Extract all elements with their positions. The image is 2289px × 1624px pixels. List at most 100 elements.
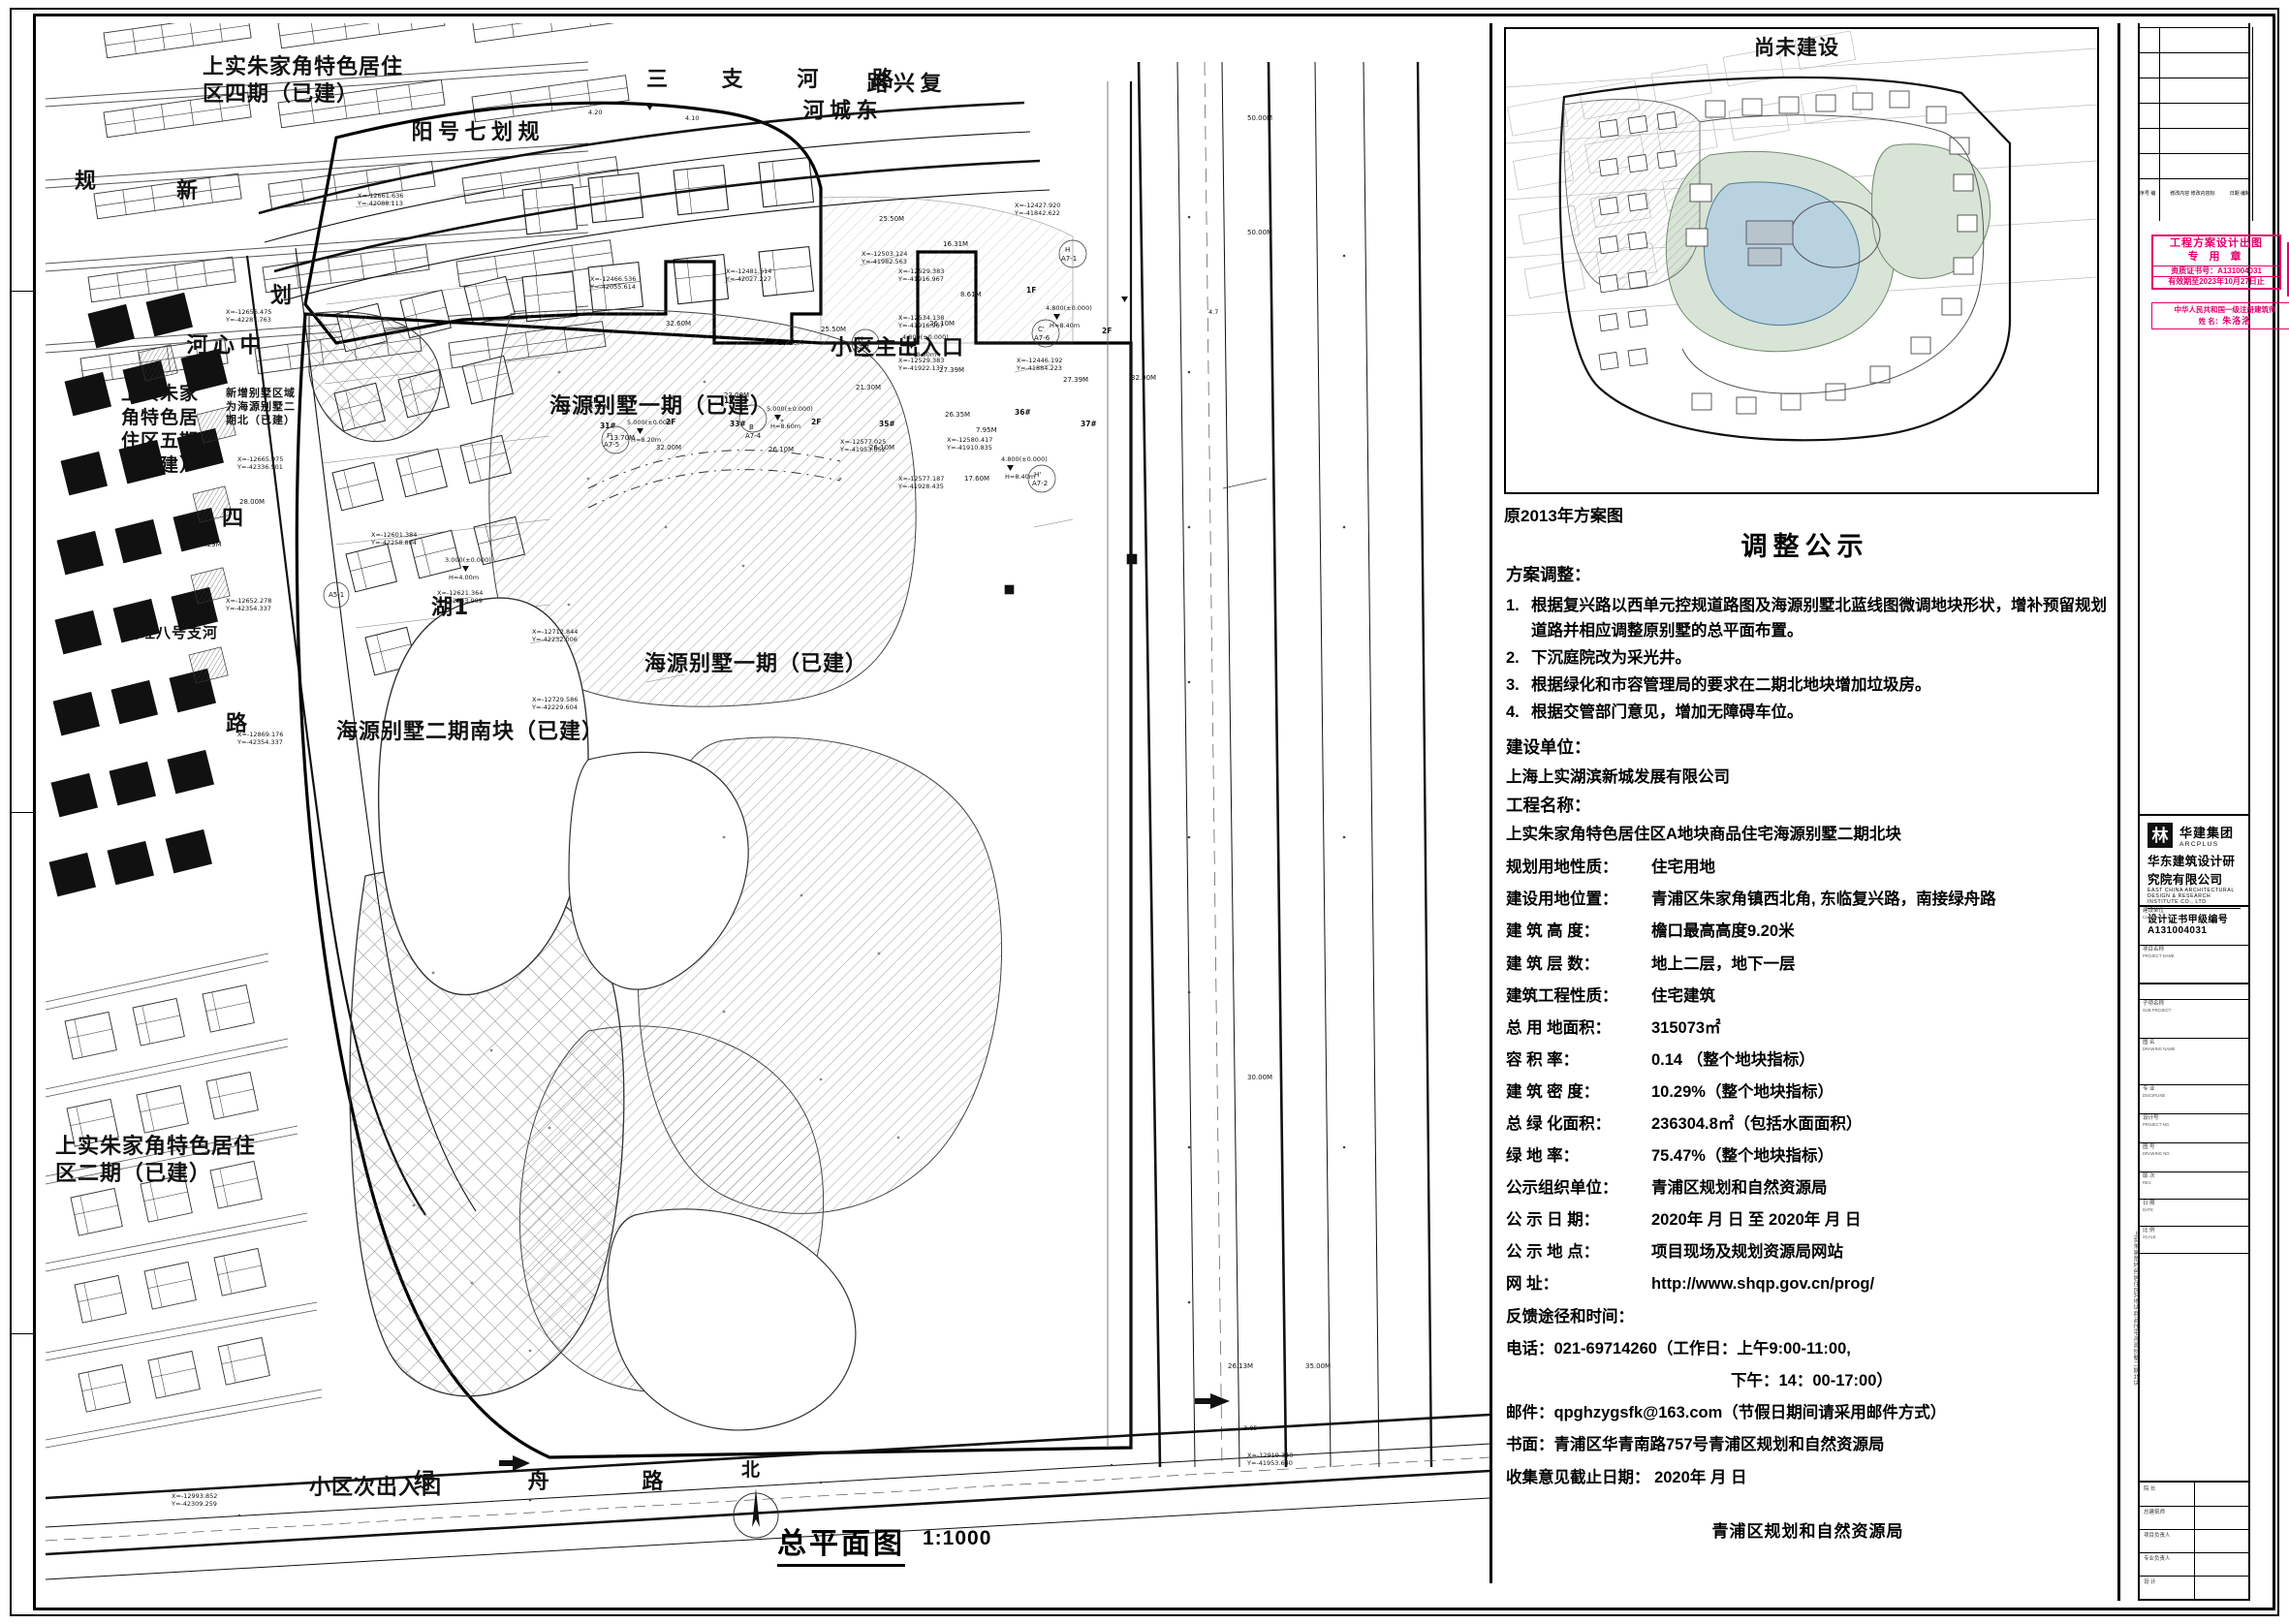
field-label: 版 次 [2143, 1173, 2155, 1179]
svg-text:X=-12712.844: X=-12712.844 [532, 628, 578, 636]
project-name: 上实朱家角特色居住区A地块商品住宅海源别墅二期北块 [1506, 826, 1901, 844]
svg-text:H=8.40m: H=8.40m [1005, 473, 1035, 481]
field-label: 图 号 [2143, 1144, 2155, 1150]
svg-text:X=-12621.364: X=-12621.364 [437, 589, 483, 597]
svg-text:X=-12534.138: X=-12534.138 [898, 314, 944, 322]
label-haiyuan-phase1-north: 海源别墅一期（已建） [549, 394, 773, 419]
svg-text:36#: 36# [1015, 408, 1031, 417]
svg-text:35.00M: 35.00M [1305, 1362, 1331, 1370]
sig-label: 院 长 [2144, 1486, 2156, 1492]
svg-text:X=-12656.475: X=-12656.475 [226, 308, 271, 316]
spec-value: 住宅建筑 [1651, 986, 1715, 1005]
svg-text:8.61M: 8.61M [960, 291, 982, 298]
spec-key: 容 积 率： [1506, 1050, 1580, 1069]
svg-text:26.35M: 26.35M [945, 411, 970, 419]
field-label-en: PROJECT NO. [2143, 1121, 2171, 1127]
svg-text:H=8.60m: H=8.60m [770, 422, 800, 430]
spec-value: 项目现场及规划资源局网站 [1651, 1243, 1843, 1262]
svg-text:X=-12503.124: X=-12503.124 [862, 250, 907, 258]
builder-heading: 建设单位： [1506, 736, 1591, 757]
spec-key: 网 址： [1506, 1275, 1559, 1294]
plan-title: 总平面图 [777, 1519, 905, 1567]
sig-label: 设 计 [2144, 1579, 2156, 1585]
inset-original-scheme-map[interactable] [1504, 27, 2099, 494]
svg-text:27.39M: 27.39M [939, 366, 964, 374]
spec-key: 总 绿 化面积： [1506, 1114, 1612, 1133]
svg-text:1F: 1F [588, 396, 598, 405]
svg-text:25.50M: 25.50M [879, 215, 904, 223]
svg-text:30.00M: 30.00M [1247, 1074, 1272, 1081]
svg-text:13.70M: 13.70M [610, 434, 635, 442]
feedback-phone: 电话：021-69714260（工作日：上午9:00-11:00, [1506, 1340, 1851, 1359]
spec-row: 建筑工程性质：住宅建筑 [1506, 984, 2110, 1009]
revision-col-no: 序号 编 [2140, 191, 2156, 197]
svg-text:Y=-41916.967: Y=-41916.967 [897, 275, 944, 283]
svg-text:A5-1: A5-1 [329, 591, 344, 599]
spec-value[interactable]: http://www.shqp.gov.cn/prog/ [1651, 1275, 1875, 1294]
label-lake: 湖1 [431, 596, 470, 620]
svg-text:50.00M: 50.00M [1247, 114, 1272, 122]
spec-row: 建设用地位置：青浦区朱家角镇西北角, 东临复兴路，南接绿舟路 [1506, 887, 2110, 912]
svg-text:H=8.60m: H=8.60m [906, 351, 936, 359]
spec-row: 总 绿 化面积：236304.8㎡（包括水面面积） [1506, 1111, 2110, 1137]
svg-text:A7-2: A7-2 [1032, 480, 1048, 487]
svg-text:X=-12577.025: X=-12577.025 [840, 438, 886, 446]
svg-text:H=4.00m: H=4.00m [449, 574, 479, 581]
svg-text:Y=-41953.640: Y=-41953.640 [1246, 1459, 1293, 1467]
stamp-line-1: 工程方案设计出图 [2170, 237, 2263, 249]
label-road-east-city-river: 东 城 河 [799, 99, 877, 130]
svg-text:Y=-41928.435: Y=-41928.435 [897, 483, 944, 490]
title-block: 序号 编 修改内容 修改内容标 日期 编制 工程方案设计出图 专 用 章 资质证… [2120, 23, 2289, 1601]
field-label-en: DATE [2143, 1206, 2153, 1212]
label-river-xinwang: 新旺八号支河 [125, 624, 219, 641]
sig-label: 项目负责人 [2144, 1533, 2171, 1539]
svg-text:B: B [749, 423, 754, 431]
adjust-heading: 方案调整： [1506, 565, 1591, 584]
adjust-item-text: 根据绿化和市容管理局的要求在二期北地块增加垃圾房。 [1531, 675, 1931, 694]
spec-row: 建 筑 密 度：10.29%（整个地块指标） [1506, 1079, 2110, 1105]
field-label: 设计号 [2143, 1115, 2159, 1121]
svg-text:H: H [858, 335, 862, 343]
svg-text:X=-12729.586: X=-12729.586 [532, 696, 578, 703]
label-note-marker: 新增别墅区域 为海源别墅二 期北（已建） [226, 387, 296, 426]
company-name-en: EAST CHINA ARCHITECTURAL DESIGN & RESEAR… [2148, 888, 2235, 905]
spec-table: 规划用地性质：住宅用地 建设用地位置：青浦区朱家角镇西北角, 东临复兴路，南接绿… [1506, 855, 2110, 1296]
svg-text:Y=-41910.835: Y=-41910.835 [946, 444, 992, 452]
svg-text:37#: 37# [1081, 420, 1097, 428]
svg-text:18.60M: 18.60M [584, 403, 610, 411]
label-road-planned-s: 路 [226, 712, 249, 736]
spec-value: 315073㎡ [1651, 1018, 1721, 1037]
sig-label: 专业负责人 [2144, 1556, 2171, 1562]
svg-text:Y=-41953.052: Y=-41953.052 [839, 446, 886, 453]
spec-value: 0.14 （整个地块指标） [1651, 1050, 1815, 1069]
label-river-center: 中 心 河 [182, 333, 261, 364]
svg-text:Y=-42027.227: Y=-42027.227 [725, 275, 771, 283]
svg-text:X=-12466.536: X=-12466.536 [590, 275, 636, 283]
label-road-planned-nw: 规 [75, 170, 98, 194]
svg-text:X=-12577.187: X=-12577.187 [898, 475, 944, 483]
spec-value: 2020年 月 日 至 2020年 月 日 [1651, 1211, 1862, 1230]
spec-row: 规划用地性质：住宅用地 [1506, 855, 2110, 880]
feedback-heading: 反馈途径和时间： [1506, 1308, 1634, 1327]
label-phase4: 上实朱家角特色居住 区四期（已建） [203, 55, 404, 107]
svg-text:3.000(±0.000): 3.000(±0.000) [445, 556, 491, 564]
svg-text:26.10M: 26.10M [869, 444, 894, 452]
svg-text:X=-12601.384: X=-12601.384 [371, 531, 417, 539]
adjust-item-text: 根据交管部门意见，增加无障碍车位。 [1531, 703, 1803, 721]
spec-key: 建 筑 层 数： [1506, 954, 1600, 973]
svg-text:2F: 2F [1102, 327, 1112, 335]
field-label-en: REV. [2143, 1179, 2152, 1185]
svg-text:Y=-41884.223: Y=-41884.223 [1016, 364, 1062, 372]
svg-text:5.29M: 5.29M [201, 541, 222, 548]
sheet-frame-inner [33, 14, 2275, 1610]
svg-text:A7-5: A7-5 [604, 441, 619, 449]
svg-text:F': F' [607, 432, 612, 440]
label-haiyuan-phase2-south: 海源别墅二期南块（已建） [336, 720, 605, 744]
svg-text:5.000(±0.000): 5.000(±0.000) [627, 419, 674, 426]
project-heading: 工程名称： [1506, 795, 1591, 815]
field-label: 图 名 [2143, 1040, 2155, 1046]
